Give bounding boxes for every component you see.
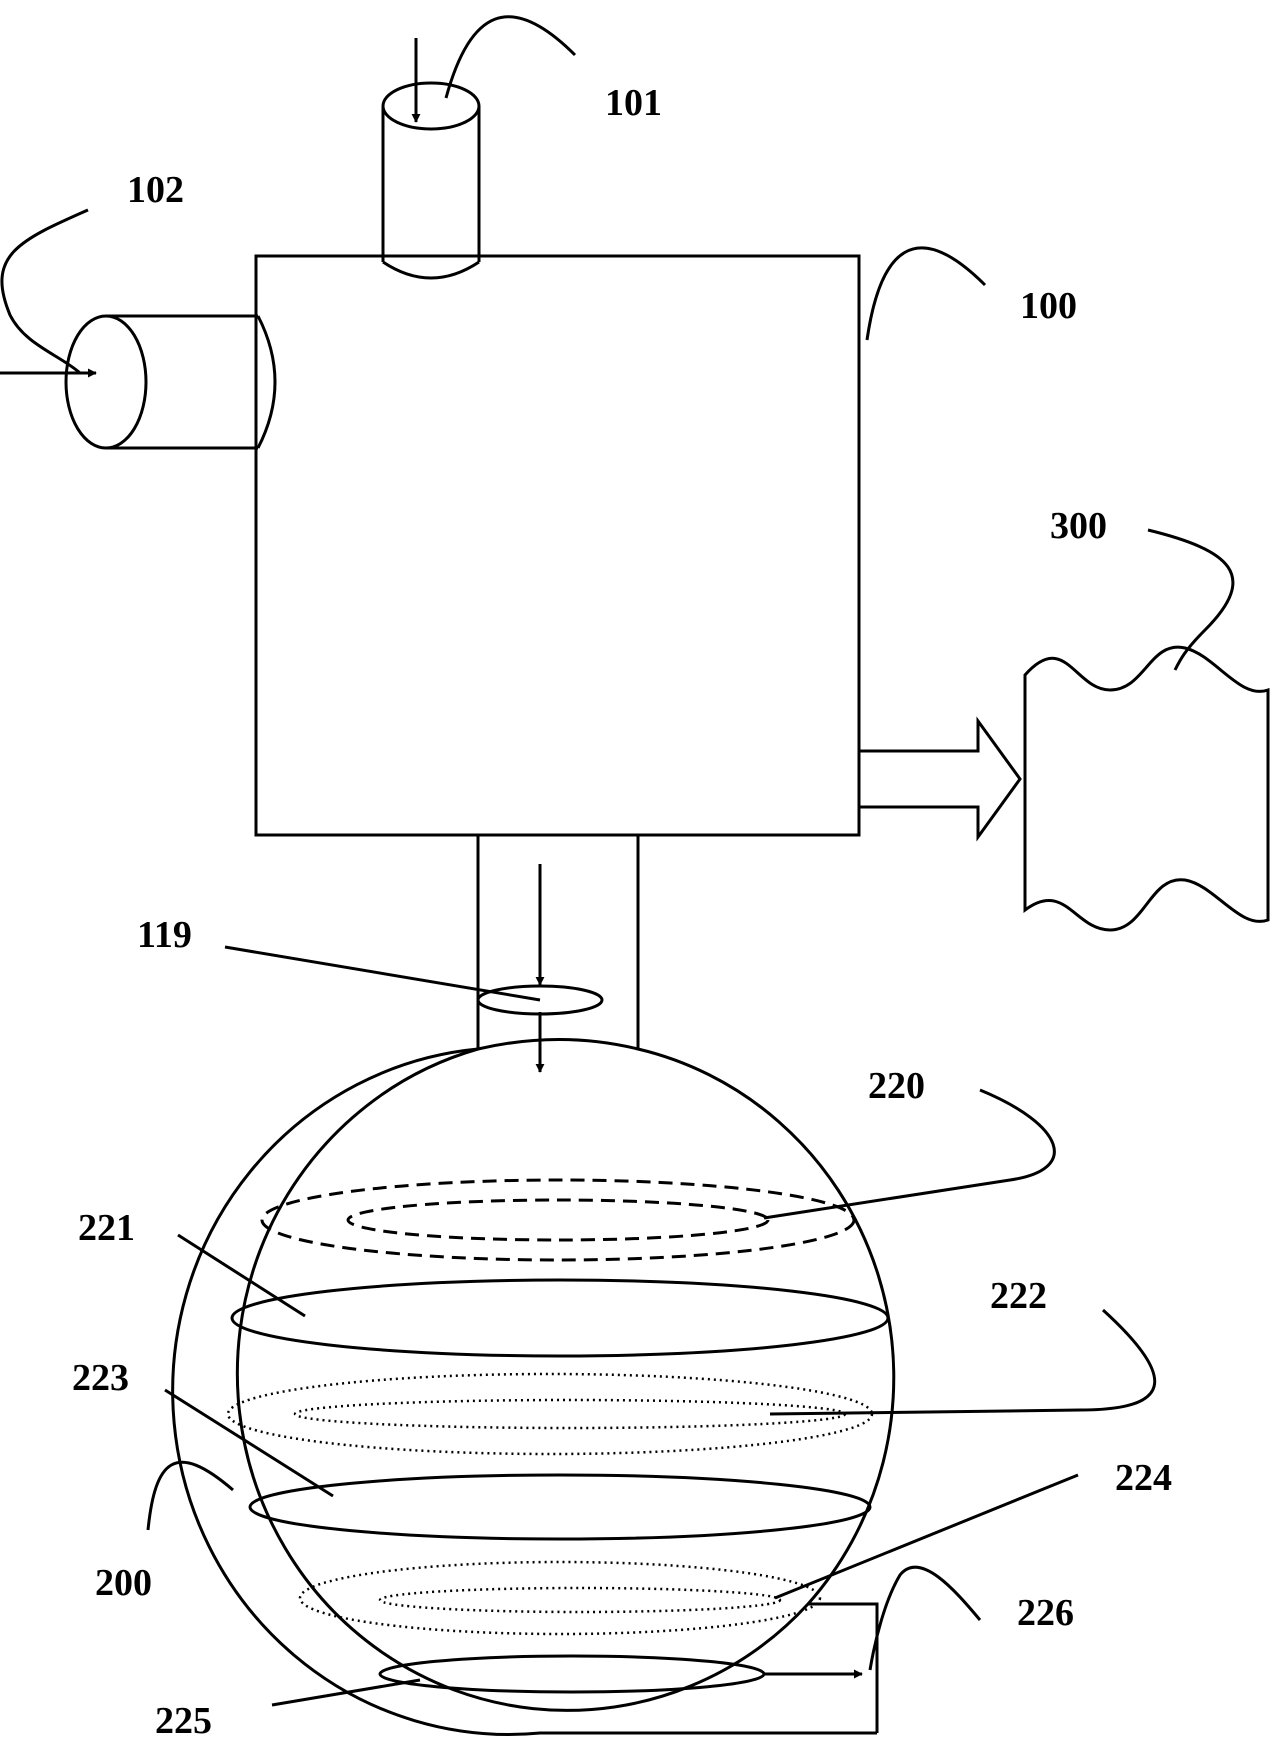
layer-220 xyxy=(260,1178,856,1262)
label-300: 300 xyxy=(1050,505,1107,547)
label-225: 225 xyxy=(155,1700,212,1737)
label-200: 200 xyxy=(95,1562,152,1604)
vessel-200-base xyxy=(171,1047,877,1736)
label-100: 100 xyxy=(1020,285,1077,327)
layer-221 xyxy=(230,1278,890,1358)
inlet-pipe-102 xyxy=(0,314,277,450)
leader-lines xyxy=(0,15,1235,1707)
label-102: 102 xyxy=(127,169,184,211)
connecting-pipe xyxy=(476,835,640,1073)
chamber-100 xyxy=(254,254,861,837)
layer-225 xyxy=(378,1654,766,1694)
outlet-block-arrow xyxy=(859,716,1022,842)
layer-223 xyxy=(248,1473,872,1541)
label-101: 101 xyxy=(605,82,662,124)
container-300 xyxy=(1023,645,1270,932)
label-220: 220 xyxy=(868,1065,925,1107)
label-119: 119 xyxy=(137,914,192,956)
layer-224 xyxy=(298,1560,822,1636)
vessel-200 xyxy=(235,1038,896,1733)
label-222: 222 xyxy=(990,1275,1047,1317)
label-224: 224 xyxy=(1115,1457,1172,1499)
inlet-pipe-101 xyxy=(381,38,481,280)
label-226: 226 xyxy=(1017,1592,1074,1634)
label-223: 223 xyxy=(72,1357,129,1399)
label-221: 221 xyxy=(78,1207,135,1249)
